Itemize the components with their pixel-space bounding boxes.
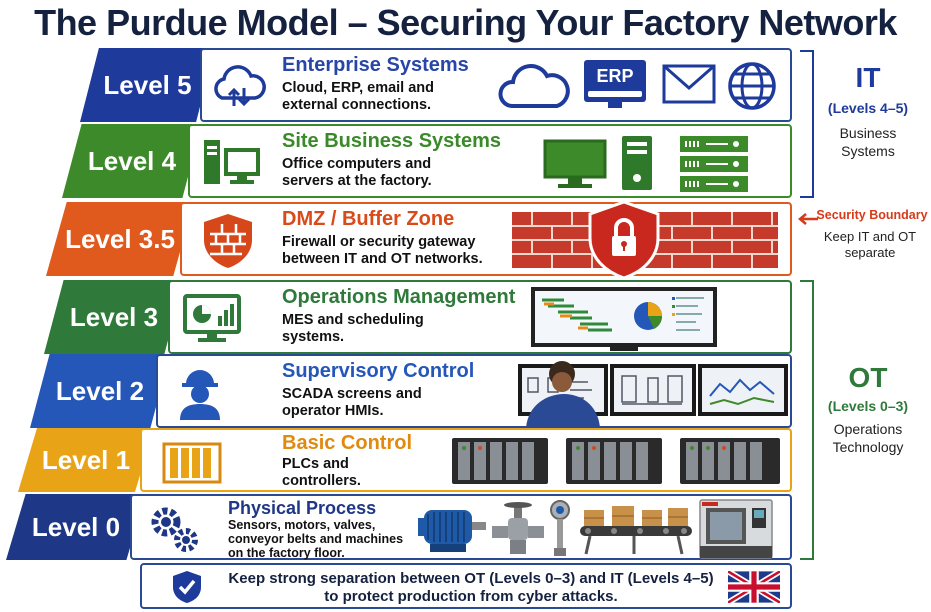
mes-screen-icon: [531, 287, 717, 351]
level-3-tab: Level 3: [44, 280, 184, 354]
level-3-5-title: DMZ / Buffer Zone: [282, 208, 455, 230]
level-4-tab: Level 4: [62, 124, 202, 198]
mail-icon: [662, 64, 716, 104]
erp-icon: ERP: [584, 60, 650, 110]
page-title: The Purdue Model – Securing Your Factory…: [34, 2, 897, 43]
level-2-title: Supervisory Control: [282, 360, 475, 382]
footer-text: Keep strong separation between OT (Level…: [228, 570, 714, 605]
gears-icon: [151, 507, 198, 552]
ot-levels: (Levels 0–3): [827, 398, 909, 414]
level-1-band: Basic Control PLCs and controllers.: [140, 428, 792, 492]
scada-workstation-icon: [518, 361, 788, 428]
level-3-label: Level 3: [69, 301, 159, 332]
level-0-label: Level 0: [31, 511, 121, 542]
level-4-label: Level 4: [87, 145, 177, 176]
erp-label: ERP: [588, 64, 642, 88]
monitor-icon: [543, 139, 607, 188]
motor-icon: [418, 510, 486, 552]
level-5-label: Level 5: [103, 69, 192, 100]
level-1-desc: PLCs and controllers.: [282, 456, 361, 489]
level-1-tab: Level 1: [18, 428, 154, 492]
level-0-tab: Level 0: [6, 494, 146, 560]
level-3-5-band: DMZ / Buffer Zone Firewall or security g…: [180, 200, 792, 280]
cloud-icon: [498, 64, 570, 108]
level-5-desc: Cloud, ERP, email and external connectio…: [282, 80, 435, 113]
level-1-title: Basic Control: [282, 432, 413, 454]
office-computer-icon: [204, 140, 260, 184]
ot-desc: Operations Technology: [832, 421, 904, 455]
lock-shield-icon: [588, 200, 660, 280]
level-5-tab: Level 5: [80, 48, 215, 122]
level-3-desc: MES and scheduling systems.: [282, 312, 424, 345]
level-5-title: Enterprise Systems: [282, 54, 469, 76]
firewall-shield-icon: [204, 214, 252, 268]
dashboard-monitor-icon: [183, 294, 241, 342]
level-4-title: Site Business Systems: [282, 130, 501, 152]
ot-bracket: [800, 280, 814, 560]
conveyor-icon: [580, 506, 692, 555]
it-heading: IT: [855, 62, 881, 93]
level-2-label: Level 2: [55, 375, 145, 406]
cnc-machine-icon: [699, 499, 773, 559]
level-3-5-tab: Level 3.5: [46, 202, 194, 276]
ot-heading: OT: [848, 362, 888, 393]
plc-icon: [162, 442, 222, 484]
level-2-tab: Level 2: [30, 354, 170, 428]
it-desc: Business Systems: [839, 125, 897, 159]
footer-banner: Keep strong separation between OT (Level…: [140, 563, 792, 609]
level-3-5-desc: Firewall or security gateway between IT …: [282, 234, 483, 267]
level-4-band: Site Business Systems Office computers a…: [188, 124, 792, 198]
globe-icon: [728, 62, 776, 110]
level-3-title: Operations Management: [282, 286, 516, 308]
cloud-sync-icon: [214, 65, 266, 107]
arrow-left-icon: [798, 213, 818, 225]
level-1-label: Level 1: [41, 444, 131, 475]
boundary-desc: Keep IT and OT separate: [823, 229, 917, 260]
level-2-band: Supervisory Control SCADA screens and op…: [156, 354, 792, 428]
level-3-5-label: Level 3.5: [65, 223, 175, 254]
server-rack-icon: [680, 136, 748, 192]
level-2-desc: SCADA screens and operator HMIs.: [282, 386, 422, 419]
level-0-band: Physical Process Sensors, motors, valves…: [130, 494, 792, 560]
plc-rack-icon: [452, 438, 780, 484]
operator-icon: [180, 370, 220, 420]
uk-flag-icon: [728, 571, 780, 603]
level-0-desc: Sensors, motors, valves, conveyor belts …: [228, 518, 404, 560]
shield-check-icon: [173, 571, 201, 603]
boundary-heading: Security Boundary: [816, 208, 928, 222]
it-levels: (Levels 4–5): [827, 100, 909, 116]
level-4-desc: Office computers and servers at the fact…: [282, 156, 432, 189]
sensor-icon: [550, 500, 570, 556]
tower-icon: [622, 136, 652, 190]
it-bracket: [800, 50, 814, 198]
valve-icon: [492, 502, 544, 554]
level-3-band: Operations Management MES and scheduling…: [168, 280, 792, 354]
level-0-title: Physical Process: [228, 498, 377, 518]
level-5-band: Enterprise Systems Cloud, ERP, email and…: [200, 48, 792, 122]
